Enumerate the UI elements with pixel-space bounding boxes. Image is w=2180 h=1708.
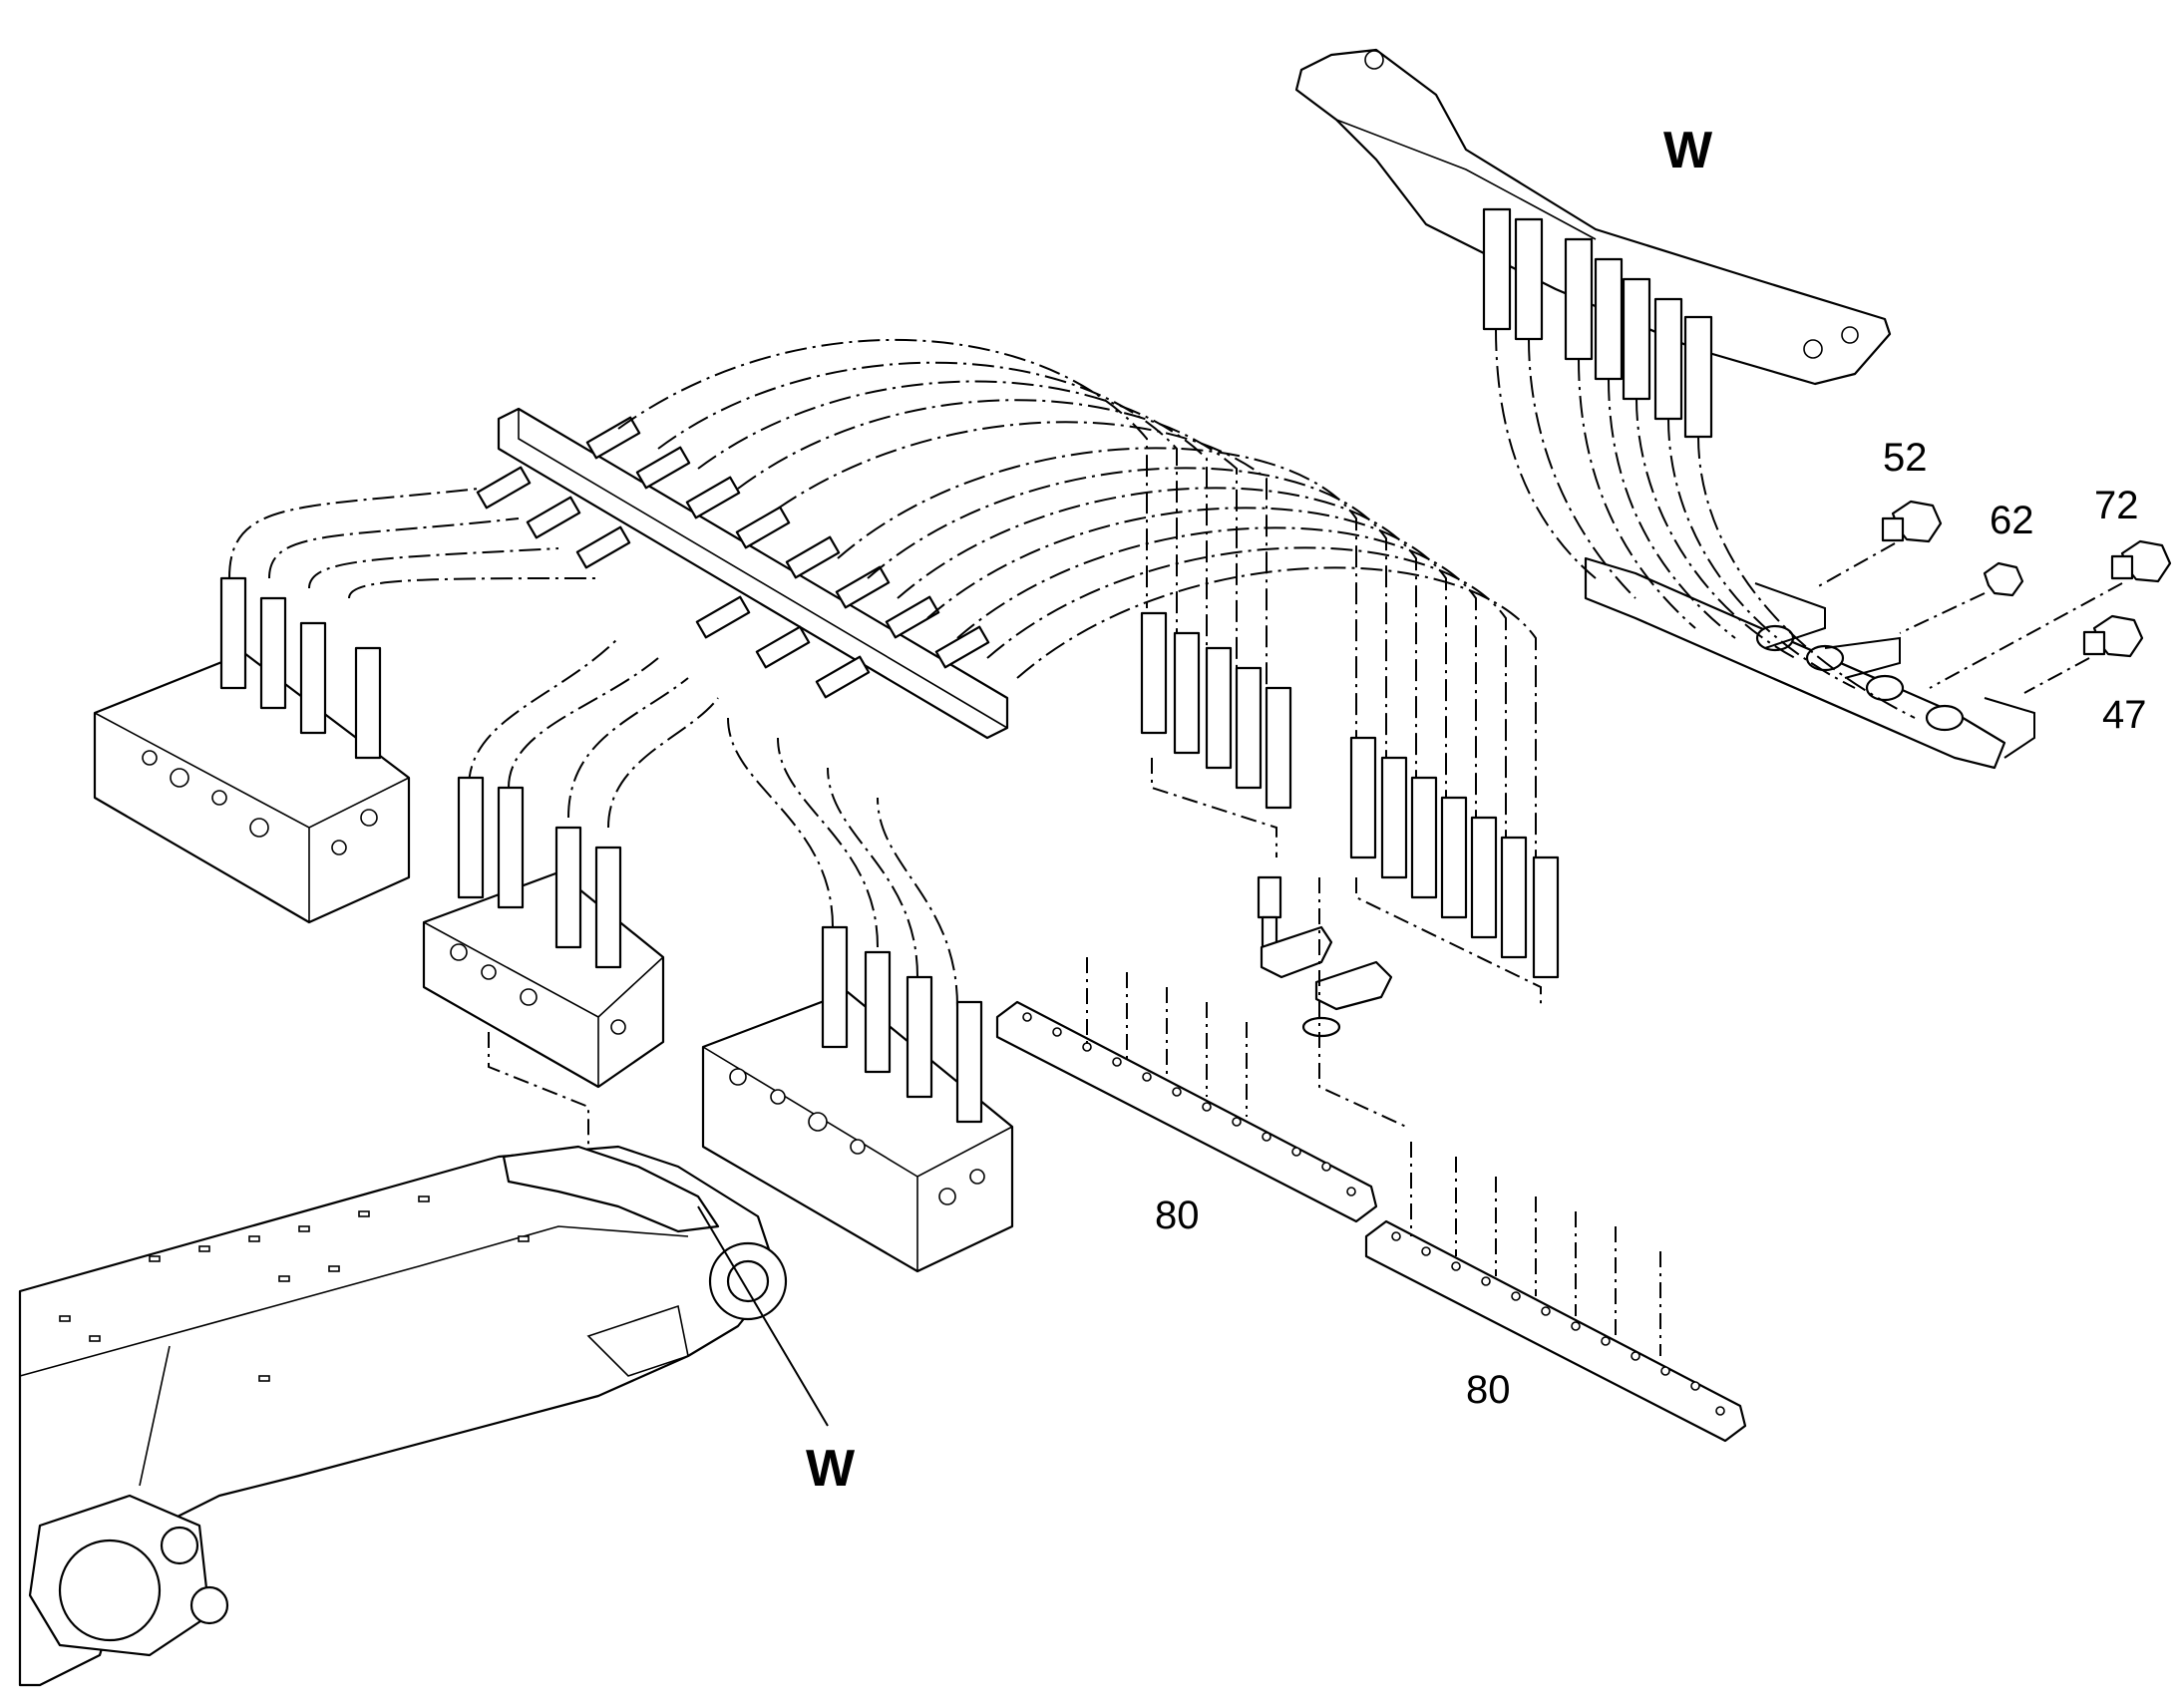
- callout-w-bottom: W: [806, 1440, 856, 1498]
- plug-72: [1929, 539, 2172, 689]
- bracket-hole: [1841, 326, 1859, 344]
- plate-holes: [1391, 1231, 1725, 1416]
- callout-62: 62: [1990, 499, 2034, 542]
- fitting-strip: [1584, 556, 2006, 770]
- valve-block-right: [701, 925, 1014, 1273]
- boom-arm: [18, 1145, 788, 1687]
- boom-bolt-pattern: [59, 1196, 530, 1382]
- callout-w-top: W: [1663, 122, 1713, 179]
- loose-fittings-group-a: [1140, 611, 1292, 857]
- leader: [488, 1032, 589, 1147]
- leader: [1929, 582, 2123, 689]
- plug-thread: [2082, 630, 2106, 656]
- detail-w-bracket-assembly: [1294, 48, 2172, 770]
- hose-fitting: [1653, 297, 1683, 421]
- plug-thread: [2110, 554, 2134, 580]
- plug-nut: [1983, 561, 2024, 597]
- split-flange-half: [1314, 960, 1393, 1011]
- leader: [2023, 657, 2090, 694]
- leader: [1899, 592, 1986, 634]
- leader: [1814, 542, 1896, 589]
- w-leader-line: [697, 1205, 829, 1427]
- plug-thread: [1881, 516, 1905, 542]
- hose-fitting: [1683, 315, 1713, 439]
- plug-62: [1824, 561, 2024, 679]
- hose-fitting: [1482, 207, 1512, 331]
- hex-nut: [1925, 704, 1965, 732]
- boom-foot-bore: [58, 1538, 162, 1642]
- hex-nut: [1805, 644, 1845, 672]
- bracket-edge: [1335, 119, 1597, 240]
- plate-80-b: [1364, 1142, 1747, 1443]
- callout-47: 47: [2102, 693, 2147, 737]
- loose-fittings-group-b: [1349, 736, 1560, 1007]
- hose-fitting: [1594, 257, 1624, 381]
- plug-47: [1984, 614, 2144, 759]
- hose-fitting: [1514, 217, 1544, 341]
- hose-fitting: [1564, 237, 1594, 361]
- hose-fitting: [1622, 277, 1651, 401]
- bracket-hole: [1803, 339, 1823, 359]
- boom-mount-plate: [502, 1145, 720, 1233]
- hose-routing-lines: [228, 338, 1537, 1008]
- callout-72: 72: [2094, 484, 2139, 527]
- callout-80-a: 80: [1155, 1194, 1200, 1237]
- split-flange-half: [1260, 925, 1333, 979]
- flange-hardware: [1257, 875, 1407, 1128]
- plug-52: [1754, 500, 1943, 649]
- manifold-rail: [476, 407, 1009, 740]
- callout-52: 52: [1883, 436, 1928, 480]
- mounting-bracket: [1294, 48, 1892, 386]
- valve-block-center: [422, 776, 665, 1147]
- callout-80-b: 80: [1466, 1368, 1511, 1412]
- hex-nut: [1865, 674, 1905, 702]
- lower-fitting-row: [1584, 556, 2006, 770]
- bracket-lead: [1824, 636, 1901, 679]
- bracket-lead: [1984, 697, 2035, 759]
- plate-80-a: [995, 957, 1378, 1223]
- bracket-hole: [1364, 50, 1384, 70]
- boom-pivot-bore: [726, 1259, 770, 1303]
- block-fittings: [821, 925, 983, 1124]
- plate-holes: [1022, 1012, 1356, 1196]
- block-fittings: [457, 776, 622, 969]
- valve-block-left: [93, 576, 411, 924]
- block-fittings: [219, 576, 382, 760]
- bracket-hose-paths: [1495, 328, 1916, 719]
- bracket-lead: [1754, 582, 1826, 649]
- cap-screw: [1257, 875, 1282, 919]
- rail-fittings: [476, 416, 990, 699]
- o-ring: [1301, 1016, 1341, 1038]
